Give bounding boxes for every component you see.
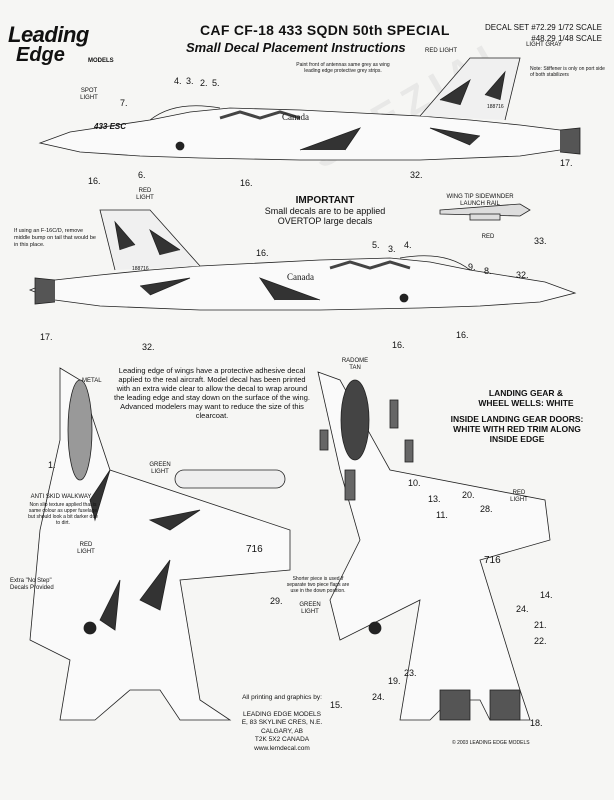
top-num-6: 6. xyxy=(138,170,146,180)
bottom-view xyxy=(317,371,551,721)
mid-num-4: 4. xyxy=(404,240,412,250)
important-block: IMPORTANT Small decals are to be applied… xyxy=(250,195,400,227)
top-view-num-1: 1. xyxy=(48,460,56,470)
footer-line4: CALGARY, AB xyxy=(260,727,304,735)
mid-num-9: 9. xyxy=(468,262,476,272)
bottom-num-22: 22. xyxy=(534,636,547,646)
bottom-view-green-light: GREEN LIGHT xyxy=(299,602,321,615)
top-num-16b: 16. xyxy=(240,178,253,188)
footer-line1: All printing and graphics by: xyxy=(242,694,322,701)
footer-credits: All printing and graphics by: LEADING ED… xyxy=(222,694,342,753)
brand-logo-line2: Edge xyxy=(16,44,65,66)
anti-skid-note: Non slip texture applied that is same co… xyxy=(28,502,98,526)
top-num-2: 2. xyxy=(200,78,208,88)
mid-num-5: 5. xyxy=(372,240,380,250)
top-num-3: 3. xyxy=(186,76,194,86)
side-profile-starboard xyxy=(28,209,577,311)
top-num-4: 4. xyxy=(174,76,182,86)
bottom-view-tail-number: 716 xyxy=(484,555,501,566)
metal-label: METAL xyxy=(82,378,102,384)
important-heading: IMPORTANT xyxy=(295,195,355,206)
bottom-num-24b: 24. xyxy=(372,692,385,702)
bottom-num-13: 13. xyxy=(428,494,441,504)
top-view-red-light: RED LIGHT xyxy=(77,542,95,555)
bottom-num-19: 19. xyxy=(388,676,401,686)
bottom-num-23: 23. xyxy=(404,668,417,678)
mid-num-16b: 16. xyxy=(392,340,405,350)
page-title: CAF CF-18 433 SQDN 50th SPECIAL xyxy=(200,22,450,38)
top-tail-number: 188716 xyxy=(487,104,504,110)
footer-url[interactable]: www.lemdecal.com xyxy=(254,744,310,752)
sidewinder-num-33: 33. xyxy=(534,236,547,246)
top-red-light-label: RED LIGHT xyxy=(425,48,458,54)
footer-line5: T2K 5X2 CANADA xyxy=(254,736,310,743)
top-view-tail-number: 716 xyxy=(246,544,263,555)
top-canada-text: Canada xyxy=(282,112,309,122)
brand-logo-line1: Leading xyxy=(8,22,89,47)
bottom-num-18: 18. xyxy=(530,718,543,728)
footer-line2: LEADING EDGE MODELS xyxy=(242,710,322,718)
brand-logo-line3: MODELS xyxy=(88,58,114,64)
important-line1: Small decals are to be applied xyxy=(264,206,386,216)
decal-set-72: DECAL SET #72.29 1/72 SCALE xyxy=(485,23,602,32)
shorter-piece-note: Shorter piece is used if separate two pi… xyxy=(286,576,350,594)
top-view-num-29: 29. xyxy=(270,596,283,606)
stiffener-note: Note: Stiffener is only on port side of … xyxy=(530,66,605,78)
mid-num-16c: 16. xyxy=(456,330,469,340)
bottom-num-24a: 24. xyxy=(516,604,529,614)
mid-num-16: 16. xyxy=(256,248,269,258)
mid-num-8: 8. xyxy=(484,266,492,276)
top-num-5: 5. xyxy=(212,78,220,88)
bottom-num-11: 11. xyxy=(436,510,448,520)
radome-label: RADOME TAN xyxy=(341,358,369,371)
landing-gear-note: LANDING GEAR & WHEEL WELLS: WHITE xyxy=(478,388,574,408)
top-num-17: 17. xyxy=(560,158,573,168)
page-subtitle: Small Decal Placement Instructions xyxy=(186,40,406,55)
bottom-num-14: 14. xyxy=(540,590,553,600)
bottom-num-15: 15. xyxy=(330,700,343,710)
mid-red-light-label: RED LIGHT xyxy=(136,188,154,201)
f16-note: If using an F-16C/D, remove middle bump … xyxy=(14,228,96,248)
top-view xyxy=(29,367,291,721)
mid-num-3: 3. xyxy=(388,244,396,254)
bottom-view-red-light: RED LIGHT xyxy=(510,490,528,503)
bottom-num-20: 20. xyxy=(462,490,475,500)
top-num-32: 32. xyxy=(410,170,423,180)
mid-num-32a: 32. xyxy=(516,270,529,280)
mid-tail-number: 188716 xyxy=(132,266,149,272)
sidewinder-rail-drawing xyxy=(439,203,531,221)
bottom-num-10: 10. xyxy=(408,478,421,488)
top-num-16a: 16. xyxy=(88,176,101,186)
top-num-7: 7. xyxy=(120,98,128,108)
paint-note: Paint front of antennas same grey as win… xyxy=(296,62,390,74)
mid-num-32b: 32. xyxy=(142,342,155,352)
light-gray-label: LIGHT GRAY xyxy=(526,42,562,48)
copyright: © 2003 LEADING EDGE MODELS xyxy=(452,740,530,746)
wing-leading-edge-note: Leading edge of wings have a protective … xyxy=(114,366,310,420)
decal-set-48: #48.29 1/48 SCALE xyxy=(531,34,602,43)
sidewinder-title: WING TIP SIDEWINDER LAUNCH RAIL xyxy=(446,194,514,207)
no-step-note: Extra "No Step" Decals Provided xyxy=(10,578,54,591)
mid-num-17: 17. xyxy=(40,332,53,342)
top-view-green-light: GREEN LIGHT xyxy=(149,462,171,475)
spot-light-label: SPOT LIGHT xyxy=(80,88,98,101)
sidewinder-red: RED xyxy=(481,234,495,240)
footer-line3: E, 83 SKYLINE CRES, N.E. xyxy=(241,719,323,726)
gear-doors-note: INSIDE LANDING GEAR DOORS: WHITE WITH RE… xyxy=(450,414,584,444)
bottom-num-21: 21. xyxy=(534,620,547,630)
top-nose-mark: 433 ESC xyxy=(94,122,127,131)
mid-canada-text: Canada xyxy=(287,272,314,282)
important-line2: OVERTOP large decals xyxy=(277,216,373,226)
bottom-num-28: 28. xyxy=(480,504,493,514)
side-profile-port xyxy=(38,57,581,161)
anti-skid-label: ANTI SKID WALKWAY xyxy=(30,494,92,500)
decal-set-info: DECAL SET #72.29 1/72 SCALE #48.29 1/48 … xyxy=(470,22,602,44)
